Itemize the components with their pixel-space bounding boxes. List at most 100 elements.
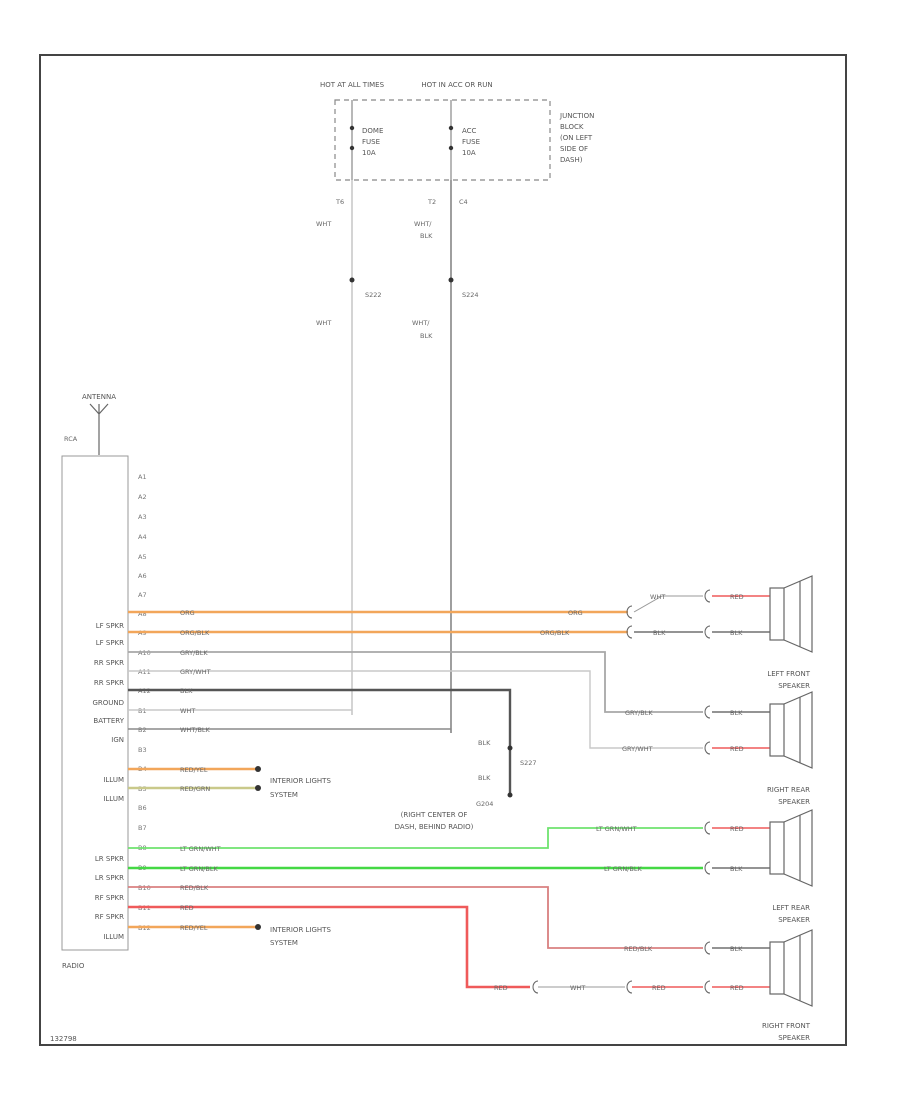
speaker-connectors [704,589,711,994]
terminal-t6-label: T6 [335,198,344,206]
ground-location-label-1: (RIGHT CENTER OF [401,811,468,819]
radio-fn-illum-3: ILLUM [103,933,124,941]
label-rf-red-1: RED [494,984,508,992]
connector-rf-1 [532,980,539,994]
right-wire-labels: ORG ORG/BLK WHT BLK RED BLK GRY/BLK GRY/… [494,593,744,992]
left-rear-speaker-label-1: LEFT REAR [772,904,810,912]
radio-fn-rr-spkr-1: RR SPKR [94,659,124,667]
ground-blk-label-1: BLK [478,739,491,747]
dome-fuse-terminal-bottom [349,145,355,151]
acc-fuse-label-2: FUSE [462,138,480,146]
wire-label-a9: ORG/BLK [180,629,210,637]
wire-label-a8: ORG [180,609,195,617]
ground-labels: BLK BLK S227 G204 (RIGHT CENTER OF DASH,… [395,739,537,831]
wire-label-b5: RED/GRN [180,785,210,793]
label-lr-lt-grn-blk: LT GRN/BLK [604,865,642,873]
radio-fn-illum-1: ILLUM [103,776,124,784]
label-lf-red: RED [730,593,744,601]
radio-fn-lr-spkr-1: LR SPKR [95,855,124,863]
radio-pin-a8: A8 [138,610,147,618]
label-rr-blk: BLK [730,709,743,717]
splice-s222-dot [349,277,355,283]
junction-block-outline [334,99,551,181]
connector-lf-1 [626,605,633,619]
acc-fuse-terminal-top [448,125,454,131]
dome-fuse-terminal-top [349,125,355,131]
right-front-speaker-label-1: RIGHT FRONT [762,1022,811,1030]
radio-name-label: RADIO [62,962,85,970]
speakers: LEFT FRONT SPEAKER RIGHT REAR SPEAKER LE… [762,575,813,1042]
terminal-t2-label: T2 [427,198,436,206]
right-rear-speaker-label-1: RIGHT REAR [767,786,810,794]
wht-blk-label-lower-2: BLK [420,332,433,340]
radio-fn-ground: GROUND [92,699,124,707]
radio-pin-a4: A4 [138,533,147,541]
radio-fn-battery: BATTERY [93,717,124,725]
wht-blk-label-upper-2: BLK [420,232,433,240]
right-rear-speaker-label-2: SPEAKER [778,798,810,806]
acc-fuse-label-1: ACC [462,127,477,135]
interior-lights-labels: INTERIOR LIGHTS SYSTEM INTERIOR LIGHTS S… [270,777,331,947]
antenna-label: ANTENNA [82,393,116,401]
label-rf-wht: WHT [570,984,585,992]
wire-label-b8: LT GRN/WHT [180,845,221,853]
radio-fn-ign: IGN [111,736,124,744]
label-lr-lt-grn-wht: LT GRN/WHT [596,825,637,833]
radio-fn-illum-2: ILLUM [103,795,124,803]
junction-block-label-2: BLOCK [560,123,584,131]
hot-at-all-times-label: HOT AT ALL TIMES [320,81,385,89]
radio-wire-labels: ORG ORG/BLK GRY/BLK GRY/WHT BLK WHT WHT/… [180,609,221,932]
wire-lf-wht [633,595,703,613]
label-rf-red-blk: RED/BLK [624,945,653,953]
label-rr-gry-wht: GRY/WHT [622,745,653,753]
radio-fn-rf-spkr-2: RF SPKR [95,913,124,921]
label-org-right: ORG [568,609,583,617]
wire-blk-ground [128,688,512,795]
label-rr-gry-blk: GRY/BLK [625,709,653,717]
connector-rf-2 [626,980,633,994]
antenna-icon [89,403,109,455]
junction-block-label-3: (ON LEFT [560,134,593,142]
wire-label-a10: GRY/BLK [180,649,208,657]
wht-label-upper: WHT [316,220,331,228]
radio-pin-b10: B10 [138,884,151,892]
label-lr-red: RED [730,825,744,833]
hot-in-acc-label: HOT IN ACC OR RUN [421,81,492,89]
wire-wht-battery [128,709,353,715]
radio-pin-a3: A3 [138,513,147,521]
illum-connector-1 [255,766,261,772]
acc-fuse-label-3: 10A [462,149,476,157]
speaker-left-front-icon [769,575,813,653]
radio-fn-rf-spkr-1: RF SPKR [95,894,124,902]
wire-label-b11: RED [180,904,194,912]
wht-blk-label-lower-1: WHT/ [412,319,430,327]
radio-fn-lr-spkr-2: LR SPKR [95,874,124,882]
junction-block-label-1: JUNCTION [559,112,594,120]
wires [128,589,770,994]
radio-pin-b3: B3 [138,746,147,754]
wire-red-blk [128,886,703,949]
wire-red [128,905,530,989]
right-front-speaker-label-2: SPEAKER [778,1034,810,1042]
wire-label-b10: RED/BLK [180,884,209,892]
wire-label-b4: RED/YEL [180,766,208,774]
feed-wires: WHT WHT/ BLK S222 S224 WHT WHT/ BLK [316,180,479,733]
wire-label-a12: BLK [180,687,193,695]
left-rear-speaker-label-2: SPEAKER [778,916,810,924]
illum-connector-2 [255,785,261,791]
splice-s224-dot [448,277,454,283]
interior-lights-label-2a: INTERIOR LIGHTS [270,926,331,934]
splice-s227-label: S227 [520,759,537,767]
radio-pin-a5: A5 [138,553,147,561]
speaker-left-rear-icon [769,809,813,887]
ground-g204-dot [507,792,513,798]
label-rf-blk: BLK [730,945,743,953]
label-rr-red: RED [730,745,744,753]
radio-fn-rr-spkr-2: RR SPKR [94,679,124,687]
label-lf-blk: BLK [653,629,666,637]
ground-blk-label-2: BLK [478,774,491,782]
radio-fn-lf-spkr-1: LF SPKR [96,622,124,630]
fuse-block: HOT AT ALL TIMES HOT IN ACC OR RUN DOME … [320,81,594,206]
dome-fuse-label-3: 10A [362,149,376,157]
radio-body [61,455,129,951]
